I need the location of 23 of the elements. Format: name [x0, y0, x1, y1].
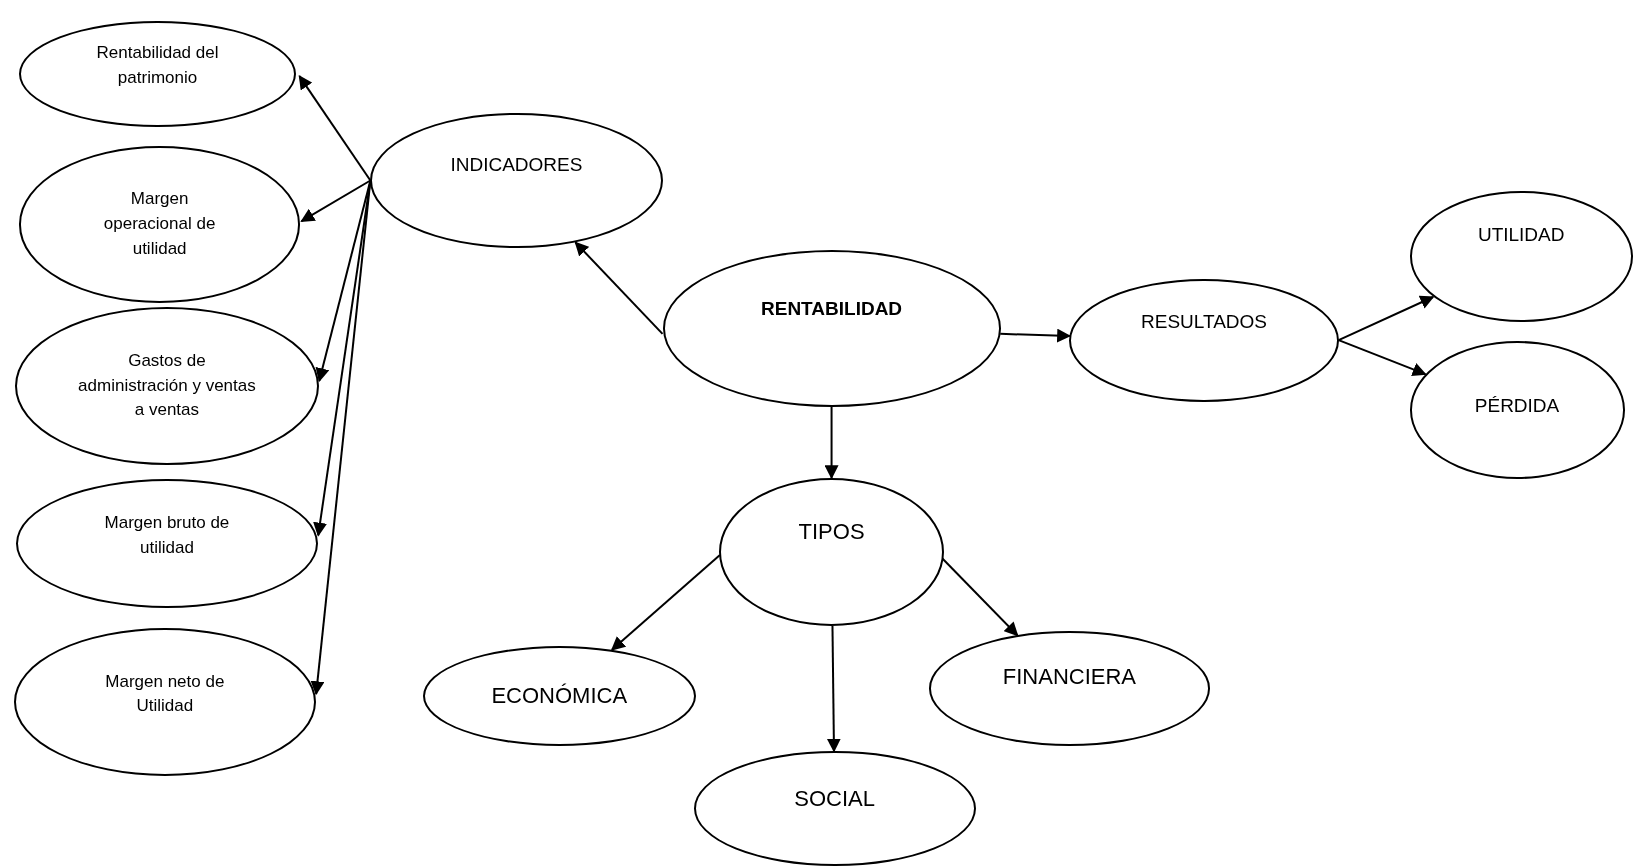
arrow: [1337, 339, 1427, 377]
node-text: RESULTADOS: [1141, 310, 1268, 335]
arrow: [574, 241, 664, 335]
node-text: PÉRDIDA: [1474, 394, 1560, 419]
node-text: Margen bruto de utilidad: [103, 511, 231, 559]
node-text: ECONÓMICA: [491, 681, 628, 710]
node-text: Margen neto de Utilidad: [104, 670, 226, 718]
arrow: [298, 75, 372, 182]
arrow: [610, 554, 721, 651]
node-text: Rentabilidad del patrimonio: [95, 42, 220, 90]
arrow: [999, 328, 1072, 343]
arrow: [300, 179, 372, 223]
arrow: [1337, 295, 1435, 342]
node-text: UTILIDAD: [1477, 222, 1565, 247]
node-text: Gastos de administración y ventas a ventas: [77, 350, 257, 422]
node-text: FINANCIERA: [1002, 662, 1137, 691]
node-text: TIPOS: [798, 518, 865, 546]
arrow: [826, 625, 841, 753]
node-text: RENTABILIDAD: [761, 296, 903, 321]
node-text: INDICADORES: [450, 152, 583, 177]
node-text: Margen operacional de utilidad: [102, 188, 217, 260]
arrow: [824, 405, 839, 480]
node-text: SOCIAL: [794, 784, 876, 813]
